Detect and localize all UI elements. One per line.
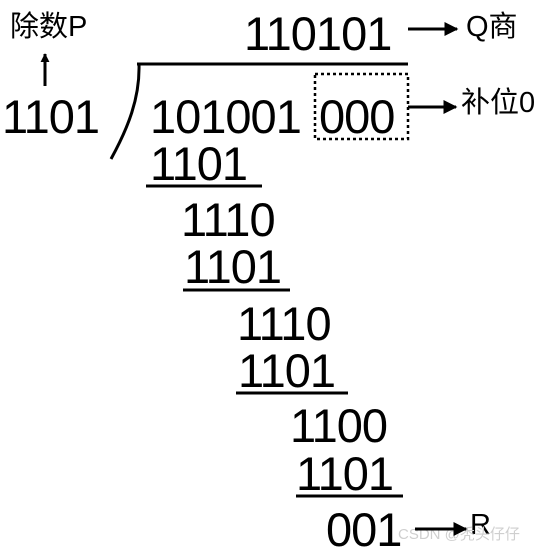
- step-subtrahend: 1101: [296, 447, 394, 500]
- padding-label: 补位0: [461, 87, 536, 119]
- step-partial: 1100: [290, 399, 388, 452]
- quotient-value: 110101: [244, 7, 392, 60]
- step-partial: 1110: [181, 193, 276, 246]
- step-subtrahend: 1101: [184, 240, 282, 293]
- divisor-label: 除数P: [10, 11, 88, 43]
- step-subtrahend: 1101: [238, 344, 336, 397]
- padding-box: [313, 72, 410, 141]
- division-bracket: [109, 63, 141, 160]
- step-subtrahend: 1101: [150, 137, 248, 190]
- quotient-label: Q商: [466, 11, 518, 43]
- remainder-value: 001: [326, 503, 402, 556]
- step-partial: 1110: [237, 297, 332, 350]
- divisor-value: 1101: [2, 90, 100, 143]
- remainder-label: R: [470, 509, 491, 541]
- padding-bits: 000: [319, 90, 395, 143]
- dividend-value: 101001: [150, 90, 302, 143]
